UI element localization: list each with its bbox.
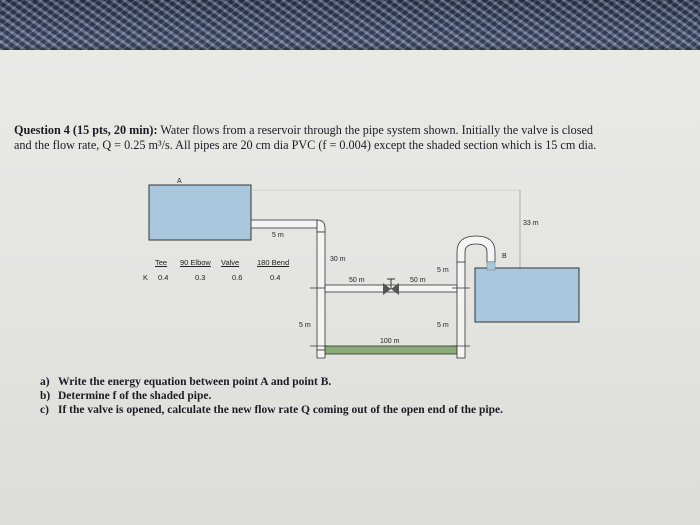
part-c-text: If the valve is opened, calculate the ne… (58, 404, 503, 416)
mid-left-length: 50 m (349, 277, 365, 284)
vertical-pipe-left (316, 231, 326, 351)
k-header-elbow: 90 Elbow (180, 258, 211, 267)
k-value-tee: 0.4 (158, 273, 169, 282)
part-b-label: b) (40, 390, 51, 402)
k-value-bend: 0.4 (270, 273, 281, 282)
point-a-label: A (177, 178, 182, 185)
mid-right-length: 50 m (410, 277, 426, 284)
drop-right-length: 5 m (437, 322, 449, 329)
k-header-valve: Valve (221, 258, 240, 267)
pipe-outlet (486, 261, 496, 271)
valve-icon (383, 278, 399, 295)
part-a-label: a) (40, 376, 50, 388)
top-pipe (250, 219, 318, 229)
part-a: a) Write the energy equation between poi… (40, 375, 503, 389)
elevation-label: 33 m (523, 220, 539, 227)
question-statement: Question 4 (15 pts, 20 min): Water flows… (14, 123, 700, 153)
question-header: Question 4 (15 pts, 20 min): (14, 123, 158, 137)
drop-left-length: 5 m (299, 322, 311, 329)
part-c: c) If the valve is opened, calculate the… (40, 403, 503, 417)
bottom-pipe-length: 100 m (380, 338, 400, 345)
elbow-top (316, 219, 326, 233)
point-b-label: B (502, 253, 507, 260)
shaded-pipe (324, 345, 458, 355)
reservoir-b (474, 267, 580, 323)
question-line-1: Question 4 (15 pts, 20 min): Water flows… (14, 123, 700, 138)
elbow-bottom-left (316, 349, 326, 359)
question-text-1: Water flows from a reservoir through the… (160, 123, 593, 137)
question-text-2: and the flow rate, Q = 0.25 m³/s. All pi… (14, 138, 597, 152)
question-parts: a) Write the energy equation between poi… (40, 375, 503, 417)
reservoir-a (148, 184, 252, 241)
part-b: b) Determine f of the shaded pipe. (40, 389, 503, 403)
k-header-tee: Tee (155, 258, 168, 267)
k-value-valve: 0.6 (232, 273, 243, 282)
bend-180 (456, 235, 496, 263)
part-b-text: Determine f of the shaded pipe. (58, 390, 212, 402)
k-header-bend: 180 Bend (257, 258, 290, 267)
vertical-left-length: 30 m (330, 256, 346, 263)
part-a-text: Write the energy equation between point … (58, 376, 332, 388)
riser-right-length: 5 m (437, 267, 449, 274)
vertical-pipe-right (456, 261, 466, 359)
k-row-label: K (143, 273, 149, 282)
k-value-elbow: 0.3 (195, 273, 206, 282)
top-pipe-length: 5 m (272, 232, 284, 239)
part-c-label: c) (40, 404, 49, 416)
